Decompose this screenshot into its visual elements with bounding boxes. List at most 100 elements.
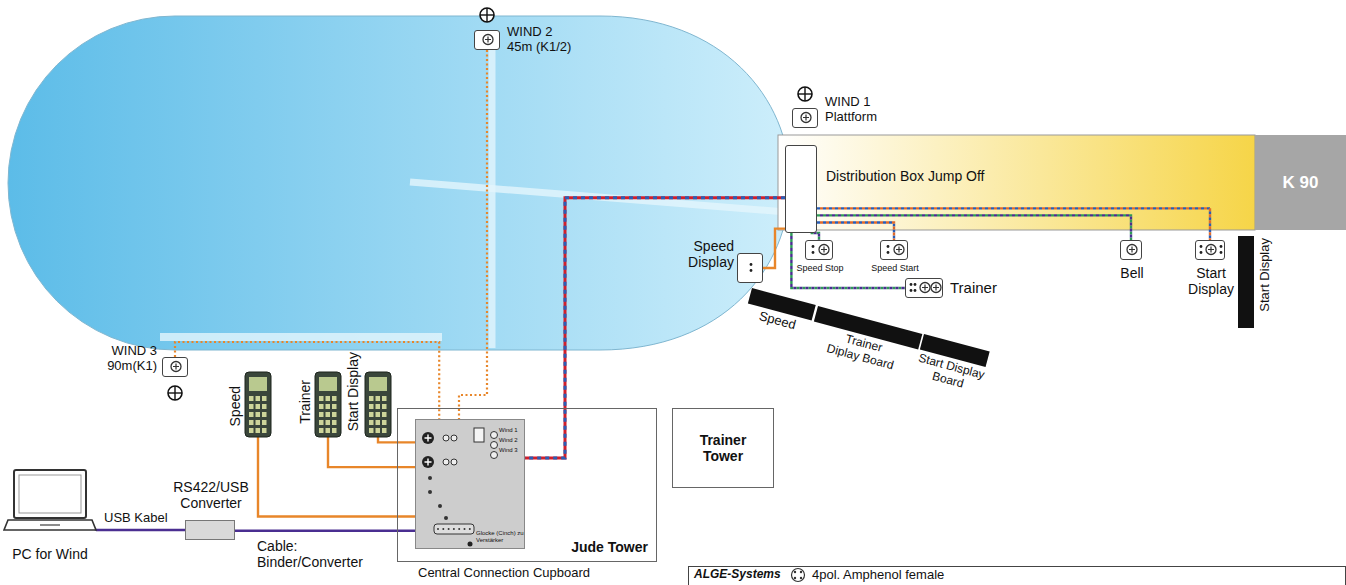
cable-line (817, 222, 894, 240)
pin-dot (794, 577, 796, 579)
display-board: Speed (740, 288, 816, 350)
node-label: Trainer (950, 279, 997, 296)
node-graphic (738, 254, 762, 282)
wind-wheel (480, 8, 494, 22)
socket (443, 459, 449, 465)
handheld-key (332, 396, 337, 401)
sensor-symbol (1129, 247, 1135, 253)
node-label: K 90 (1283, 173, 1319, 193)
sensor-symbol (894, 245, 904, 255)
trainer-tower: Trainer Tower (672, 408, 774, 488)
pin-dot (750, 269, 753, 272)
handheld-key (369, 412, 374, 417)
laptop-screen (19, 475, 81, 513)
landing-hill (8, 16, 790, 350)
display-board: Trainer Diplay Board (805, 306, 922, 382)
pin-dot (1220, 251, 1223, 254)
cable-line (525, 198, 785, 458)
handheld-key (332, 404, 337, 409)
handheld-key (332, 412, 337, 417)
handheld-key (256, 428, 261, 433)
node-graphic (881, 241, 907, 259)
socket-label: Wind 3 (499, 447, 518, 454)
wind-sensor: WIND 2 45m (K1/2) (474, 30, 500, 50)
converter-box: RS422/USB Converter (185, 520, 235, 540)
start-display-bar: Start Display (1238, 236, 1254, 328)
node-graphic (365, 372, 391, 437)
pin-dot (887, 245, 890, 248)
sensor-symbol (1208, 247, 1214, 253)
connector-symbol (790, 567, 806, 583)
hill-size-block: K 90 (1255, 135, 1346, 230)
handheld-key (319, 428, 324, 433)
handheld-key (256, 396, 261, 401)
node-label: Start Display (1258, 238, 1273, 312)
pin-dot (448, 528, 450, 530)
handheld-display: Trainer (315, 372, 341, 437)
sensor-symbol (1127, 245, 1137, 255)
start-display-box: Start Display (1195, 240, 1225, 260)
handheld-key (262, 420, 267, 425)
light-band (160, 333, 442, 341)
sensor-symbol (483, 35, 493, 45)
pin-dot (1220, 245, 1223, 248)
laptop-screen (14, 470, 86, 518)
bell: Bell (1120, 240, 1142, 260)
node-graphic (4, 468, 96, 534)
socket-label: Wind 2 (499, 437, 518, 444)
handheld-key (382, 420, 387, 425)
handheld-key (319, 412, 324, 417)
node-graphic (163, 358, 187, 376)
sensor-symbol (931, 283, 941, 293)
light-band (489, 32, 496, 348)
handheld-screen (319, 377, 337, 391)
cable-connector (817, 215, 1131, 240)
jude-tower: Glocke (Cinch) zu VerstärkerJude TowerCe… (397, 408, 657, 562)
handheld-key (376, 396, 381, 401)
cable-connector (525, 198, 785, 458)
cable-line (817, 222, 894, 240)
wind-socket (491, 432, 498, 439)
cable-line (96, 529, 185, 532)
handheld-key (376, 412, 381, 417)
node-graphic (315, 372, 341, 437)
handheld-key (369, 396, 374, 401)
node-label: Trainer Tower (681, 432, 765, 464)
handheld-key (256, 420, 261, 425)
cable-line (811, 233, 819, 240)
handheld-key (382, 412, 387, 417)
handheld-key (332, 428, 337, 433)
handheld-display: Start Display (365, 372, 391, 437)
pin-dot (914, 283, 917, 286)
node-label: Bell (1107, 265, 1157, 281)
socket (451, 435, 457, 441)
handheld-key (262, 428, 267, 433)
pin-dot (794, 571, 796, 573)
cable-line (328, 437, 415, 467)
laptop: PC for Wind (4, 468, 96, 534)
trainer-box: Trainer (905, 278, 943, 298)
cable-label: USB Kabel (102, 511, 170, 526)
sensor-symbol (1206, 245, 1216, 255)
socket (428, 476, 432, 480)
handheld-display: Speed (245, 372, 271, 437)
handheld-body (245, 372, 271, 437)
laptop-touchpad (40, 524, 60, 526)
brand-logo: ALGE-Systems (694, 568, 781, 582)
wind-sensor: WIND 3 90m(K1) (162, 357, 188, 377)
socket (425, 435, 432, 442)
handheld-key (326, 396, 331, 401)
cable-connector (817, 208, 1210, 240)
handheld-key (369, 428, 374, 433)
pin-dot (910, 289, 913, 292)
handheld-body (315, 372, 341, 437)
cable-line (811, 233, 819, 240)
cable-connector (96, 530, 185, 532)
socket (428, 490, 432, 494)
pin-dot (1200, 251, 1203, 254)
node-label: Glocke (Cinch) zu Verstärker (476, 530, 524, 544)
handheld-key (249, 412, 254, 417)
node-graphic (1121, 241, 1141, 259)
socket (422, 456, 434, 468)
